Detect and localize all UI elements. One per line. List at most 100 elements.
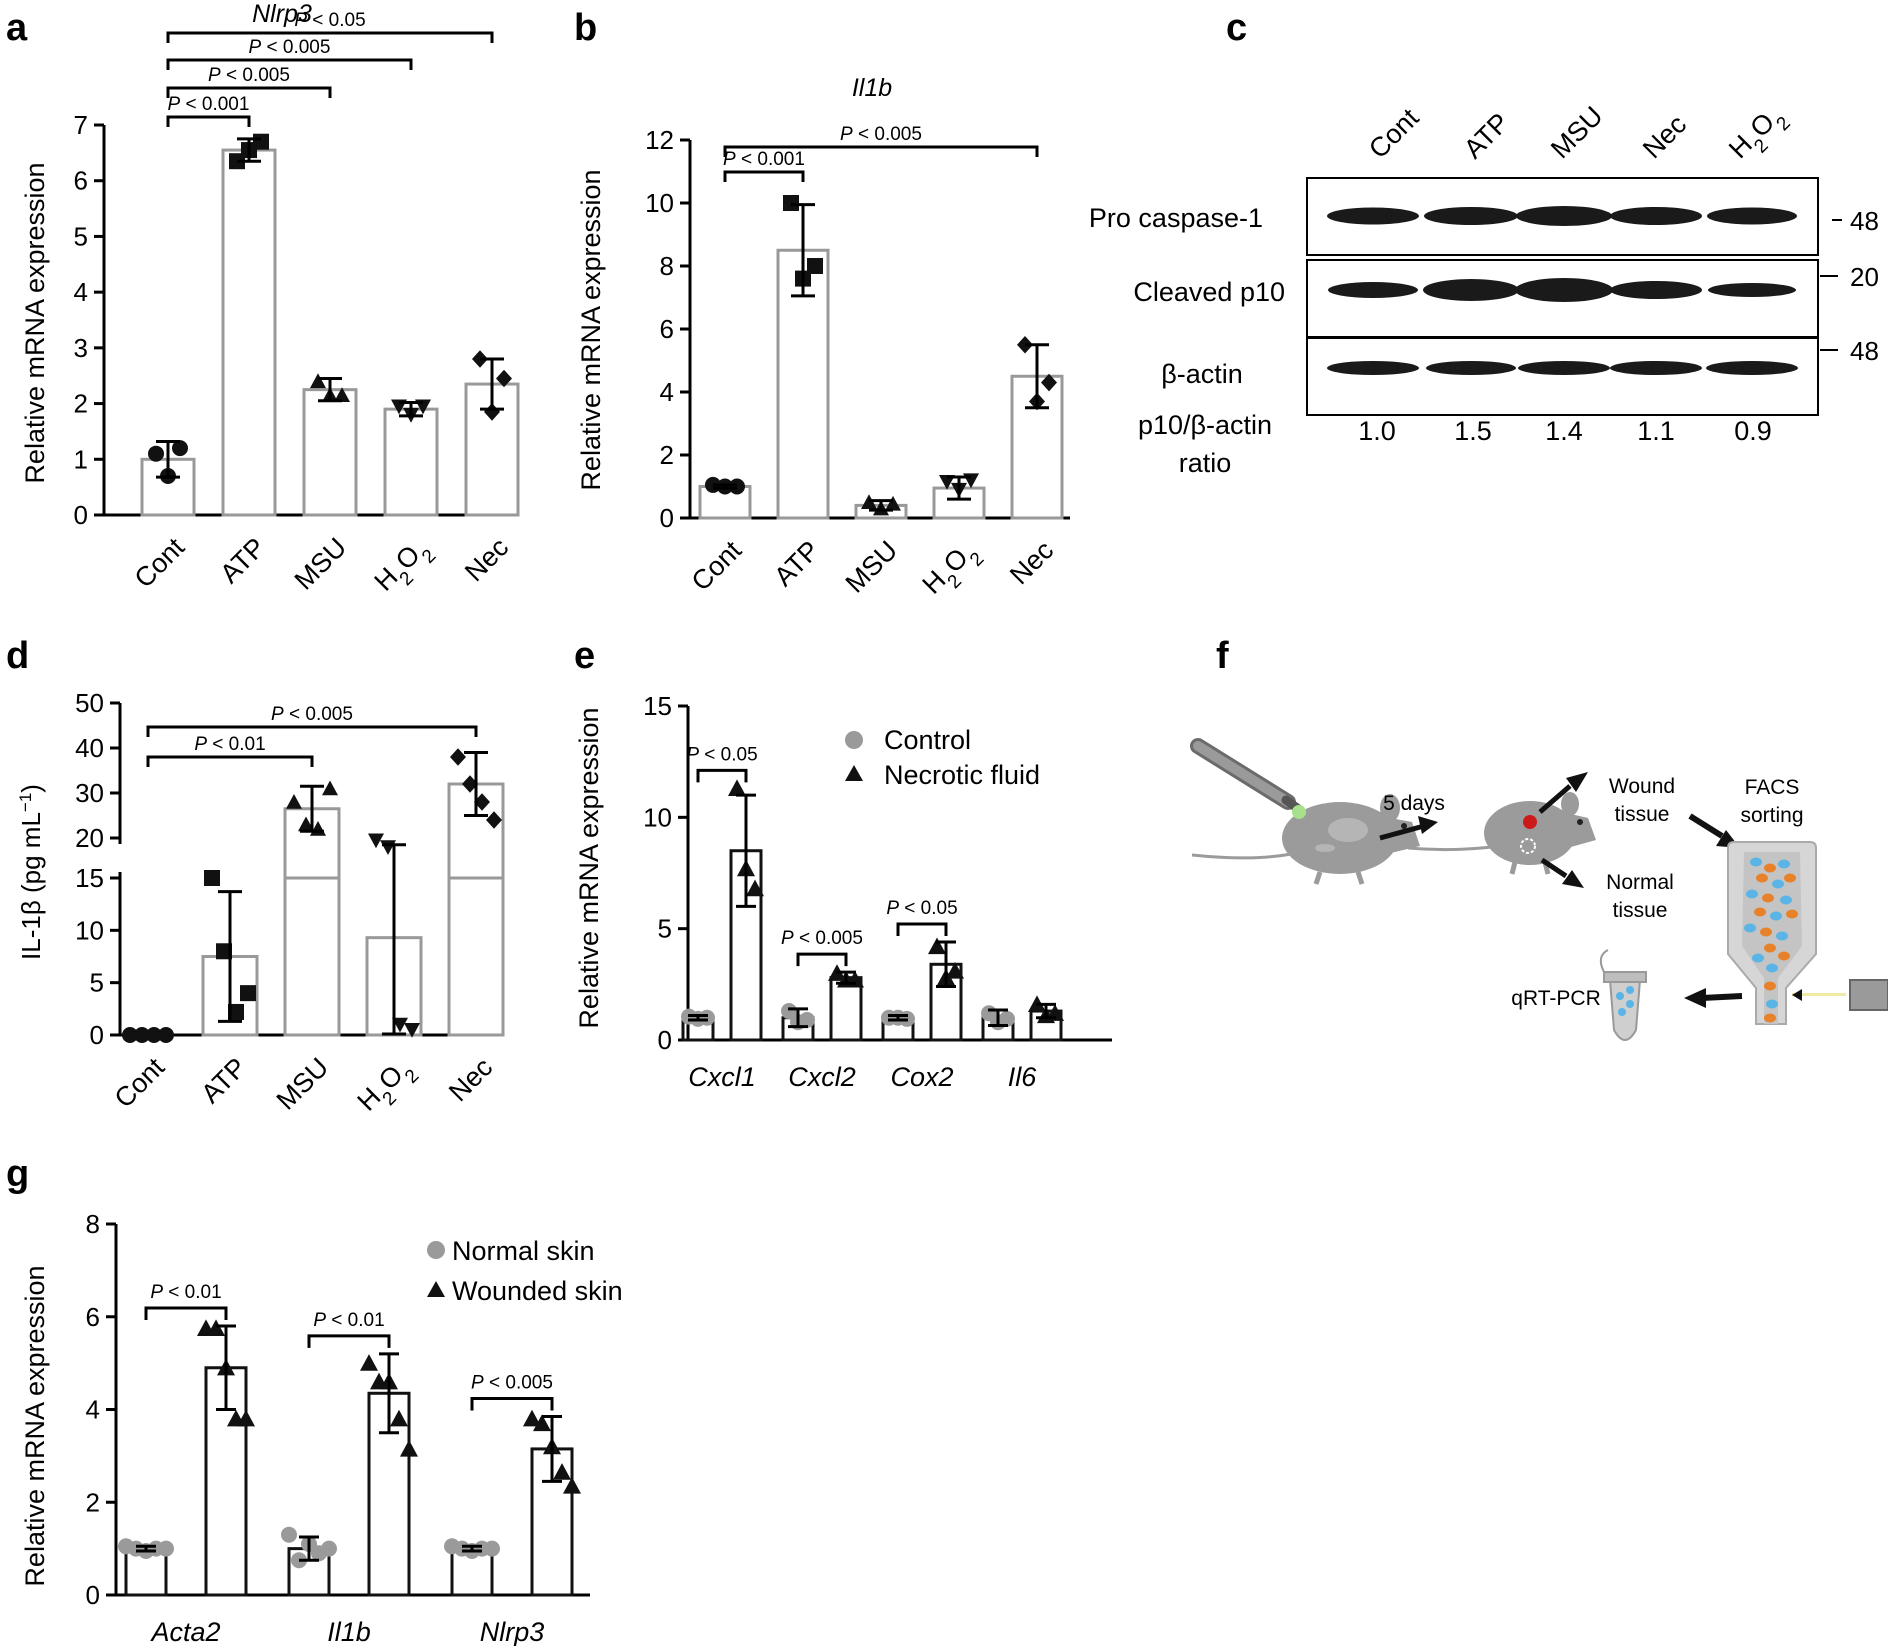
y-axis-label-a: Relative mRNA expression (20, 162, 50, 483)
lane-label-nec: Nec (1637, 109, 1692, 164)
y-axis-label-d: IL-1β (pg mL−1) (16, 784, 47, 960)
y-tick-label-g: 6 (86, 1302, 100, 1332)
panel-g: g Relative mRNA expression Normal skin W… (6, 1153, 623, 1587)
blot-band (1423, 279, 1519, 301)
lane-label-cont: Cont (1363, 102, 1425, 164)
facs-label-2: sorting (1740, 804, 1803, 827)
y-tick-label-b: 8 (660, 251, 674, 281)
data-point-d (450, 748, 466, 766)
p-value-label-b: P < 0.005 (840, 124, 922, 145)
days-label: 5 days (1383, 792, 1445, 815)
blot-band (1706, 361, 1798, 375)
panel-e: e Relative mRNA expression Control Necro… (574, 635, 1040, 1029)
x-tick-label-b: ATP (768, 535, 825, 592)
y-tick-label-g: 2 (86, 1487, 100, 1517)
normal-label-1: Normal (1606, 871, 1674, 894)
data-point-d (322, 780, 338, 796)
legend-label-necrotic-fluid: Necrotic fluid (884, 760, 1040, 790)
x-tick-label-a: Cont (129, 532, 191, 594)
facs-cells (1744, 857, 1798, 1023)
p-value-label-g: P < 0.005 (471, 1372, 553, 1393)
p-value-label-e: P < 0.05 (686, 744, 757, 765)
ratio-value-atp: 1.5 (1454, 416, 1492, 446)
data-point-d (462, 775, 478, 793)
blot-band (1327, 207, 1419, 225)
x-tick-label-b: MSU (840, 535, 904, 599)
panel-b: b Il1b Relative mRNA expression (574, 7, 892, 491)
y-tick-label-d: 10 (75, 915, 104, 945)
significance-bracket-g (307, 1334, 391, 1348)
bar-a-1 (221, 148, 277, 517)
p-value-label-a: P < 0.05 (294, 10, 365, 31)
data-point-e (946, 961, 964, 979)
p-value-label-d: P < 0.005 (271, 704, 353, 725)
data-point-d (240, 985, 256, 1002)
data-point-g (484, 1540, 500, 1557)
data-point-d (158, 1027, 174, 1043)
p-value-label-a: P < 0.001 (168, 94, 250, 115)
blot-band (1515, 278, 1613, 302)
data-point-b (729, 478, 745, 495)
data-point-d (216, 943, 232, 960)
arrow-wound-tissue (1538, 784, 1572, 814)
biopsy-punch-icon (1190, 738, 1306, 819)
data-point-e (699, 1009, 715, 1026)
bar-a-2 (302, 388, 358, 517)
x-tick-label-a: Nec (459, 532, 514, 587)
panel-c-western-blot: c Cont ATP MSU Nec H2O2 Pro caspase-1 Cl… (1089, 7, 1879, 478)
ratio-value-nec: 1.1 (1637, 416, 1675, 446)
facs-sorter-icon (1727, 841, 1888, 1025)
chart-title-a: Nlrp3 (252, 0, 312, 28)
mouse-wounded-icon (1407, 792, 1596, 875)
legend-label-normal-skin: Normal skin (452, 1236, 595, 1266)
legend-marker-wounded-skin (427, 1281, 445, 1297)
y-tick-label-g: 8 (86, 1209, 100, 1239)
legend-marker-necrotic-fluid (845, 765, 863, 781)
p-value-label-a: P < 0.005 (249, 37, 331, 58)
data-point-a (172, 440, 188, 457)
x-tick-label-b: Cont (686, 535, 748, 597)
data-point-g (360, 1354, 378, 1371)
x-tick-label-b: Nec (1004, 535, 1059, 590)
lane-label-atp: ATP (1458, 107, 1515, 164)
significance-bracket-d (146, 755, 314, 767)
panel-a: a Nlrp3 Relative mRNA expression (6, 0, 312, 484)
blot-frame-pro-caspase (1306, 177, 1819, 256)
data-point-d (474, 793, 490, 811)
y-tick-label-a: 2 (74, 389, 88, 419)
y-tick-label-d: 20 (75, 823, 104, 853)
y-tick-label-a: 0 (74, 500, 88, 530)
significance-bracket-a (166, 31, 494, 43)
y-tick-label-d: 30 (75, 778, 104, 808)
data-point-b (1041, 373, 1057, 392)
significance-bracket-g (470, 1396, 554, 1411)
y-tick-label-a: 7 (74, 110, 88, 140)
panel-letter-e: e (574, 635, 595, 677)
data-point-a (484, 403, 500, 421)
blot-band (1424, 207, 1518, 225)
blot-band (1328, 282, 1418, 298)
x-tick-label-e: Cxcl1 (688, 1062, 756, 1092)
facs-cell (1750, 857, 1762, 867)
legend-marker-control (845, 731, 863, 749)
panel-letter-d: d (6, 635, 29, 677)
y-tick-label-d: 15 (75, 863, 104, 893)
legend-marker-normal-skin (427, 1241, 445, 1259)
facs-label-1: FACS (1745, 776, 1800, 799)
y-tick-label-a: 3 (74, 333, 88, 363)
data-point-d (228, 1003, 244, 1020)
significance-bracket-a (166, 115, 251, 127)
p-value-label-a: P < 0.005 (208, 65, 290, 86)
facs-cell (1776, 931, 1788, 941)
x-tick-label-d: Cont (109, 1052, 171, 1114)
data-point-g (523, 1409, 541, 1427)
blot-band (1707, 207, 1797, 225)
wound-label-1: Wound (1609, 775, 1675, 798)
lane-label-msu: MSU (1545, 101, 1609, 165)
panel-letter-c: c (1226, 7, 1247, 49)
lane-label-h2o2: H2O2 (1723, 99, 1795, 171)
y-tick-label-b: 0 (660, 503, 674, 533)
ratio-label-line-1: p10/β-actin (1138, 410, 1272, 440)
data-point-d (134, 1027, 150, 1043)
